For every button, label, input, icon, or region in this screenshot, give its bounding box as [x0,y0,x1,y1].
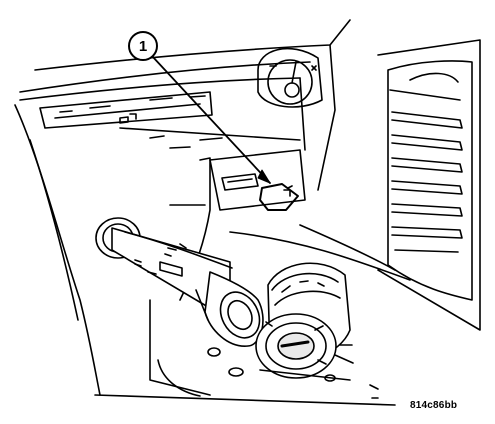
multifunction-lever [95,217,264,347]
callout-1: 1 [128,31,158,61]
gauge [257,47,323,108]
ignition-switch [255,262,379,399]
instrument-panel [19,19,351,191]
lower-bezel [129,113,336,397]
callout-leader [151,55,271,184]
callout-number: 1 [139,38,147,55]
dash-switch [209,149,306,211]
air-vent [377,39,481,331]
steering-column-shroud [14,104,411,406]
callout-target-switch [259,183,299,211]
figure-code: 814c86bb [410,400,458,411]
